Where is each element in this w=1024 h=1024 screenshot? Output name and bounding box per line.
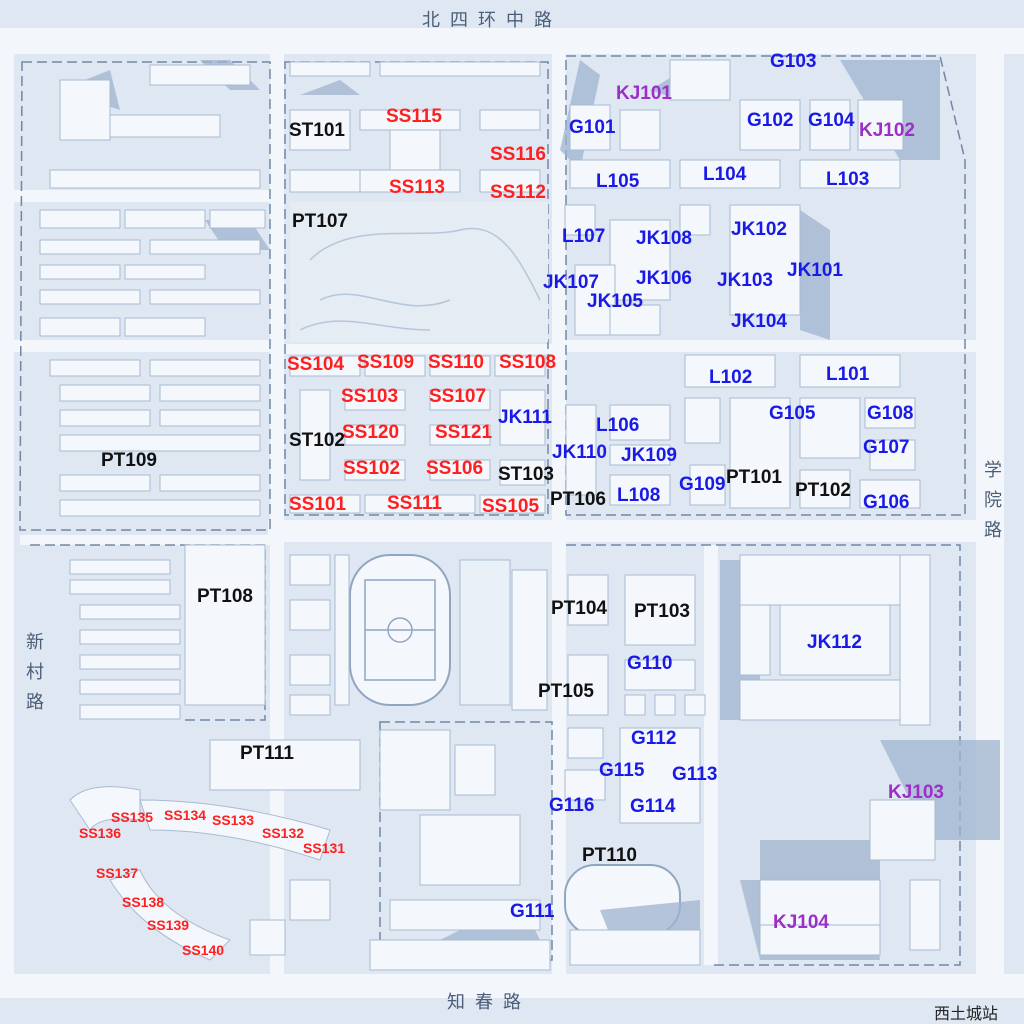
building-label[interactable]: SS113: [389, 177, 445, 198]
building-label[interactable]: SS112: [490, 182, 546, 203]
buildings: [39, 59, 1000, 971]
building-label[interactable]: JK104: [731, 311, 787, 332]
building-label[interactable]: PT104: [551, 598, 607, 619]
building-label[interactable]: SS101: [289, 494, 347, 515]
building-label[interactable]: SS131: [303, 840, 346, 856]
road-name-west-char: 新: [26, 632, 44, 653]
building-label[interactable]: SS107: [429, 386, 487, 407]
road-name-west-char: 村: [26, 662, 44, 683]
building-label[interactable]: G103: [770, 51, 817, 72]
building-label[interactable]: SS106: [426, 458, 484, 479]
building-label[interactable]: SS116: [490, 144, 546, 165]
building-label[interactable]: JK106: [636, 268, 692, 289]
building-label[interactable]: G111: [510, 901, 555, 922]
building-label[interactable]: ST102: [289, 430, 345, 451]
building-label[interactable]: SS110: [428, 352, 484, 373]
building-label[interactable]: PT106: [550, 489, 606, 510]
building-label[interactable]: G107: [863, 437, 910, 458]
building-label[interactable]: JK103: [717, 270, 773, 291]
building-label[interactable]: PT107: [292, 211, 348, 232]
building-label[interactable]: L108: [617, 485, 661, 506]
building-label[interactable]: SS132: [262, 825, 305, 841]
building-label[interactable]: SS140: [182, 942, 225, 958]
building-label[interactable]: G110: [627, 653, 673, 674]
building-label[interactable]: SS139: [147, 917, 190, 933]
road-name-west: 新 村 路: [24, 628, 46, 718]
building-label[interactable]: SS121: [435, 422, 493, 443]
building-label[interactable]: JK108: [636, 228, 692, 249]
building-label[interactable]: SS111: [387, 493, 442, 514]
station-name: 西土城站: [934, 1004, 999, 1023]
building-label[interactable]: SS105: [482, 496, 540, 517]
road-name-east-char: 院: [984, 490, 1002, 511]
building-label[interactable]: JK109: [621, 445, 677, 466]
building-label[interactable]: SS137: [96, 865, 139, 881]
building-label[interactable]: PT109: [101, 450, 157, 471]
building-label[interactable]: L104: [703, 164, 747, 185]
building-label[interactable]: G102: [747, 110, 794, 131]
building-label[interactable]: SS138: [122, 894, 165, 910]
building-label[interactable]: SS108: [499, 352, 557, 373]
building-label[interactable]: G105: [769, 403, 816, 424]
building-label[interactable]: G106: [863, 492, 910, 513]
building-label[interactable]: SS120: [342, 422, 400, 443]
building-label[interactable]: L106: [596, 415, 640, 436]
building-label[interactable]: L103: [826, 169, 870, 190]
building-label[interactable]: SS134: [164, 807, 207, 823]
building-label[interactable]: SS115: [386, 106, 442, 127]
building-label[interactable]: JK112: [807, 632, 862, 653]
building-label[interactable]: G101: [569, 117, 616, 138]
building-label[interactable]: PT110: [582, 845, 637, 866]
building-label[interactable]: PT105: [538, 681, 594, 702]
garden: [290, 202, 548, 342]
building-label[interactable]: L107: [562, 226, 606, 247]
building-label[interactable]: SS133: [212, 812, 255, 828]
building-label[interactable]: SS104: [287, 354, 345, 375]
building-label[interactable]: KJ103: [888, 782, 944, 803]
building-label[interactable]: KJ102: [859, 120, 915, 141]
building-label[interactable]: G115: [599, 760, 645, 781]
building-label[interactable]: L101: [826, 364, 870, 385]
building-label[interactable]: G108: [867, 403, 914, 424]
building-label[interactable]: SS103: [341, 386, 399, 407]
road-name-east-char: 路: [984, 520, 1002, 541]
building-label[interactable]: G114: [630, 796, 676, 817]
building-label[interactable]: PT111: [240, 743, 294, 764]
road-name-east-char: 学: [984, 460, 1002, 481]
road-name-east: 学 院 路: [982, 456, 1004, 546]
building-label[interactable]: JK105: [587, 291, 643, 312]
building-label[interactable]: G109: [679, 474, 726, 495]
building-label[interactable]: G104: [808, 110, 855, 131]
building-label[interactable]: JK111: [498, 407, 552, 428]
building-label[interactable]: SS109: [357, 352, 415, 373]
building-label[interactable]: PT108: [197, 586, 253, 607]
building-label[interactable]: JK110: [552, 442, 607, 463]
sports-field: [349, 554, 681, 936]
building-label[interactable]: ST103: [498, 464, 554, 485]
building-label[interactable]: JK107: [543, 272, 599, 293]
building-label[interactable]: SS136: [79, 825, 122, 841]
building-label[interactable]: KJ104: [773, 912, 829, 933]
building-label[interactable]: L105: [596, 171, 640, 192]
building-label[interactable]: G116: [549, 795, 595, 816]
road-name-north: 北四环中路: [422, 10, 562, 31]
building-label[interactable]: JK101: [787, 260, 843, 281]
building-label[interactable]: L102: [709, 367, 753, 388]
road-name-south: 知春路: [447, 992, 531, 1013]
building-label[interactable]: JK102: [731, 219, 787, 240]
building-label[interactable]: G113: [672, 764, 718, 785]
building-label[interactable]: PT102: [795, 480, 851, 501]
building-label[interactable]: SS135: [111, 809, 154, 825]
road-name-west-char: 路: [26, 692, 44, 713]
building-label[interactable]: SS102: [343, 458, 401, 479]
building-label[interactable]: G112: [631, 728, 677, 749]
building-label[interactable]: PT103: [634, 601, 690, 622]
building-label[interactable]: PT101: [726, 467, 782, 488]
building-label[interactable]: KJ101: [616, 83, 672, 104]
building-label[interactable]: ST101: [289, 120, 345, 141]
